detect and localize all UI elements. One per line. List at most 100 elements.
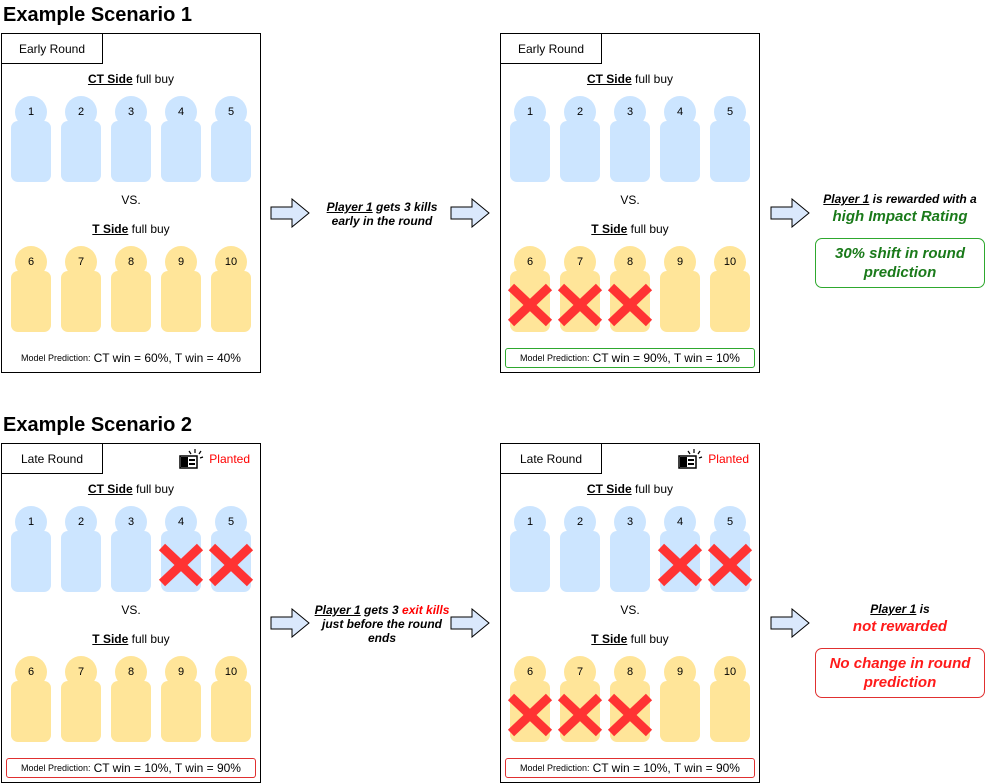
ct-player-4: 4	[657, 506, 703, 592]
t-player-8: 8	[607, 656, 653, 742]
arrow-right-icon	[270, 608, 310, 638]
player-number: 8	[614, 246, 646, 278]
t-player-7: 7	[557, 246, 603, 332]
x-mark-icon	[657, 543, 703, 587]
player-number: 4	[664, 96, 696, 128]
caption-text-a: gets 3 kills	[372, 200, 438, 214]
player-number: 3	[115, 96, 147, 128]
t-player-10: 10	[710, 656, 750, 742]
ct-player-3: 3	[111, 506, 151, 592]
outcome-player-name: Player 1	[870, 602, 917, 616]
player-number: 6	[15, 246, 47, 278]
player-number: 2	[65, 96, 97, 128]
ct-player-1: 1	[510, 96, 550, 182]
player-number: 3	[115, 506, 147, 538]
t-player-9: 9	[161, 656, 201, 742]
ct-player-3: 3	[610, 96, 650, 182]
vs-label: VS.	[620, 603, 640, 617]
player-body	[11, 271, 51, 332]
player-body	[610, 531, 650, 592]
t-player-6: 6	[11, 656, 51, 742]
planted-status: Planted	[677, 449, 749, 469]
t-player-7: 7	[557, 656, 603, 742]
scenario-2-title: Example Scenario 2	[3, 414, 192, 436]
player-body	[211, 271, 251, 332]
ct-side-label: CT Side full buy	[501, 72, 759, 86]
round-label: Early Round	[500, 33, 602, 64]
player-number: 4	[664, 506, 696, 538]
planted-status: Planted	[178, 449, 250, 469]
caption-text-b: early in the round	[331, 214, 433, 228]
player-body	[660, 271, 700, 332]
outcome-player-name: Player 1	[823, 192, 870, 206]
player-number: 7	[564, 246, 596, 278]
ct-side-name: CT Side	[87, 482, 133, 496]
x-mark-icon	[607, 693, 653, 737]
t-player-7: 7	[61, 246, 101, 332]
arrow-right-icon	[270, 198, 310, 228]
t-player-7: 7	[61, 656, 101, 742]
player-number: 9	[165, 246, 197, 278]
t-player-10: 10	[211, 656, 251, 742]
player-number: 2	[564, 506, 596, 538]
planted-label: Planted	[708, 452, 749, 466]
ct-player-3: 3	[610, 506, 650, 592]
t-buy-label: full buy	[131, 222, 170, 236]
x-mark-icon	[507, 693, 553, 737]
player-number: 8	[115, 656, 147, 688]
ct-player-1: 1	[11, 506, 51, 592]
prediction-value: CT win = 10%, T win = 90%	[93, 761, 241, 775]
player-number: 1	[514, 506, 546, 538]
bomb-icon	[678, 449, 703, 469]
prediction-value: CT win = 60%, T win = 40%	[93, 351, 241, 365]
ct-player-5: 5	[710, 96, 750, 182]
ct-side-label: CT Side full buy	[2, 72, 260, 86]
t-player-6: 6	[11, 246, 51, 332]
t-side-label: T Side full buy	[501, 632, 759, 646]
player-body	[710, 271, 750, 332]
arrow-right-icon	[770, 198, 810, 228]
player-number: 1	[15, 506, 47, 538]
player-body	[61, 271, 101, 332]
ct-buy-label: full buy	[135, 482, 175, 496]
player-body	[710, 681, 750, 742]
t-player-6: 6	[507, 656, 553, 742]
model-prediction: Model Prediction: CT win = 90%, T win = …	[505, 348, 755, 368]
t-side-label: T Side full buy	[501, 222, 759, 236]
player-number: 1	[514, 96, 546, 128]
player-number: 6	[514, 656, 546, 688]
t-player-8: 8	[607, 246, 653, 332]
player-number: 7	[564, 656, 596, 688]
round-label: Late Round	[500, 443, 602, 474]
ct-player-5: 5	[211, 96, 251, 182]
ct-side-label: CT Side full buy	[501, 482, 759, 496]
prediction-value: CT win = 90%, T win = 10%	[592, 351, 740, 365]
player-number: 3	[614, 506, 646, 538]
x-mark-icon	[557, 693, 603, 737]
round-label: Late Round	[1, 443, 103, 474]
model-prediction: Model Prediction: CT win = 10%, T win = …	[6, 758, 256, 778]
t-player-9: 9	[660, 246, 700, 332]
ct-side-name: CT Side	[87, 72, 133, 86]
outcome-line2: not rewarded	[852, 618, 948, 635]
player-body	[11, 681, 51, 742]
player-number: 4	[165, 506, 197, 538]
player-number: 9	[664, 656, 696, 688]
player-body	[560, 531, 600, 592]
outcome-line1: is	[916, 602, 930, 616]
x-mark-icon	[158, 543, 204, 587]
player-body	[211, 681, 251, 742]
player-number: 4	[165, 96, 197, 128]
bomb-icon	[179, 449, 204, 469]
player-number: 6	[15, 656, 47, 688]
round-label: Early Round	[1, 33, 103, 64]
x-mark-icon	[208, 543, 254, 587]
player-number: 10	[215, 246, 247, 278]
ct-buy-label: full buy	[634, 482, 674, 496]
player-body	[11, 121, 51, 182]
player-body	[161, 681, 201, 742]
player-number: 3	[614, 96, 646, 128]
player-number: 2	[564, 96, 596, 128]
ct-buy-label: full buy	[135, 72, 175, 86]
